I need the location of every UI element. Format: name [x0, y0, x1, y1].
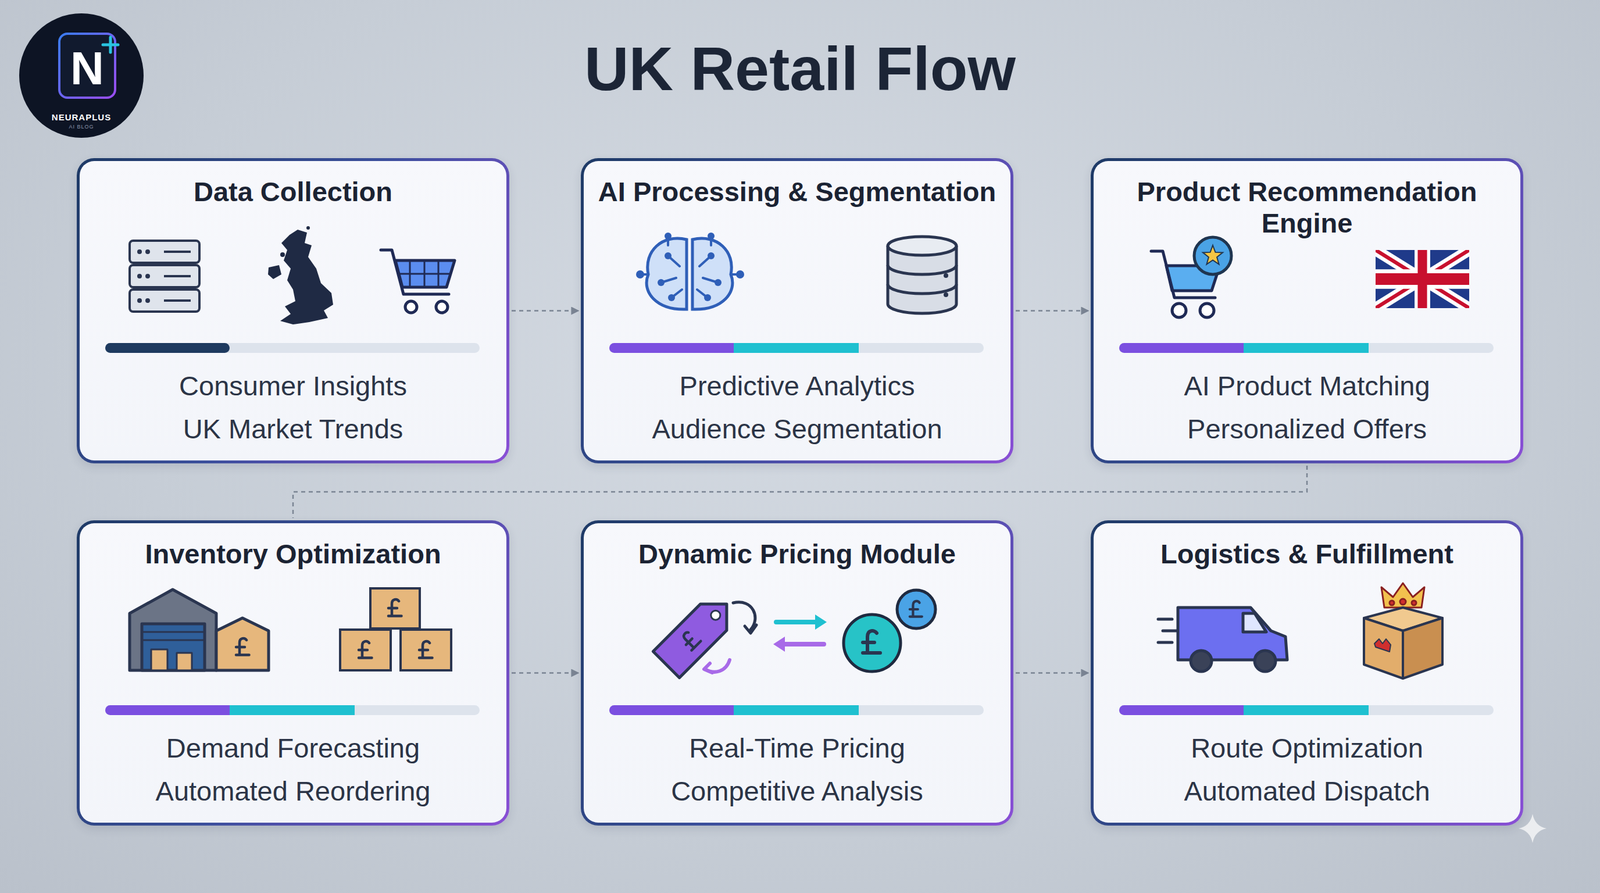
logo: [66, 91, 109, 95]
heading-wrap: Dynamic Pricing Module: [583, 538, 1011, 570]
process-box: Inventory OptimizationDemand Forecasting…: [76, 520, 510, 826]
box-heading: Inventory Optimization: [144, 538, 441, 570]
box-text: Real-Time Pricing: [583, 726, 1011, 770]
dashed-connector: [511, 672, 579, 674]
box-illustration: [105, 226, 480, 353]
process-box: Data CollectionConsumer InsightsUK Marke…: [76, 158, 510, 464]
box-text: Demand Forecasting: [79, 726, 507, 770]
body-wrap: Demand ForecastingAutomated Reordering: [79, 726, 507, 813]
body-wrap: Predictive AnalyticsAudience Segmentatio…: [583, 364, 1011, 451]
box-text: Predictive Analytics: [583, 364, 1011, 408]
box-heading: Data Collection: [193, 176, 393, 208]
process-box: Logistics & FulfillmentRoute Optimizatio…: [1090, 520, 1524, 826]
box-illustration: [1119, 583, 1494, 716]
heading-wrap: Product Recommendation Engine: [1093, 176, 1521, 239]
logo-text: NEURAPLUS: [51, 112, 112, 122]
logo-text: AI BLOG: [68, 124, 94, 130]
box-heading: AI Processing & Segmentation: [598, 176, 996, 208]
logo: [19, 13, 144, 138]
diagram-title: UK Retail Flow: [0, 33, 1600, 105]
body-wrap: AI Product MatchingPersonalized Offers: [1093, 364, 1521, 451]
heading-wrap: Logistics & Fulfillment: [1093, 538, 1521, 570]
box-text: Automated Reordering: [79, 769, 507, 813]
dashed-connector: [1015, 672, 1089, 674]
box-heading: Product Recommendation Engine: [1115, 176, 1499, 239]
dashed-connector: [511, 309, 579, 312]
box-text: AI Product Matching: [1093, 364, 1521, 408]
box-heading: Logistics & Fulfillment: [1160, 538, 1454, 570]
heading-wrap: AI Processing & Segmentation: [583, 176, 1011, 208]
heading-wrap: Inventory Optimization: [79, 538, 507, 570]
box-illustration: [609, 590, 984, 716]
box-text: Personalized Offers: [1093, 407, 1521, 451]
box-text: UK Market Trends: [79, 407, 507, 451]
logo: [102, 37, 119, 53]
box-text: Audience Segmentation: [583, 407, 1011, 451]
body-wrap: Real-Time PricingCompetitive Analysis: [583, 726, 1011, 813]
process-box: Dynamic Pricing ModuleReal-Time PricingC…: [580, 520, 1014, 826]
box-illustration: [105, 588, 480, 716]
process-box: Product Recommendation Engine AI Product …: [1090, 158, 1524, 464]
process-box: AI Processing & SegmentationPredictive A…: [580, 158, 1014, 464]
box-illustration: [609, 232, 984, 353]
box-illustration: [1119, 237, 1494, 353]
sparkle-watermark: [1518, 813, 1547, 844]
logo: [19, 13, 144, 138]
dashed-connector: [1015, 309, 1089, 312]
logo-letter: N: [70, 45, 105, 92]
body-wrap: Consumer InsightsUK Market Trends: [79, 364, 507, 451]
box-text: Automated Dispatch: [1093, 769, 1521, 813]
box-text: Consumer Insights: [79, 364, 507, 408]
box-text: Competitive Analysis: [583, 769, 1011, 813]
dashed-connector: [293, 465, 1307, 519]
heading-wrap: Data Collection: [79, 176, 507, 208]
box-text: Route Optimization: [1093, 726, 1521, 770]
body-wrap: Route OptimizationAutomated Dispatch: [1093, 726, 1521, 813]
box-heading: Dynamic Pricing Module: [638, 538, 956, 570]
